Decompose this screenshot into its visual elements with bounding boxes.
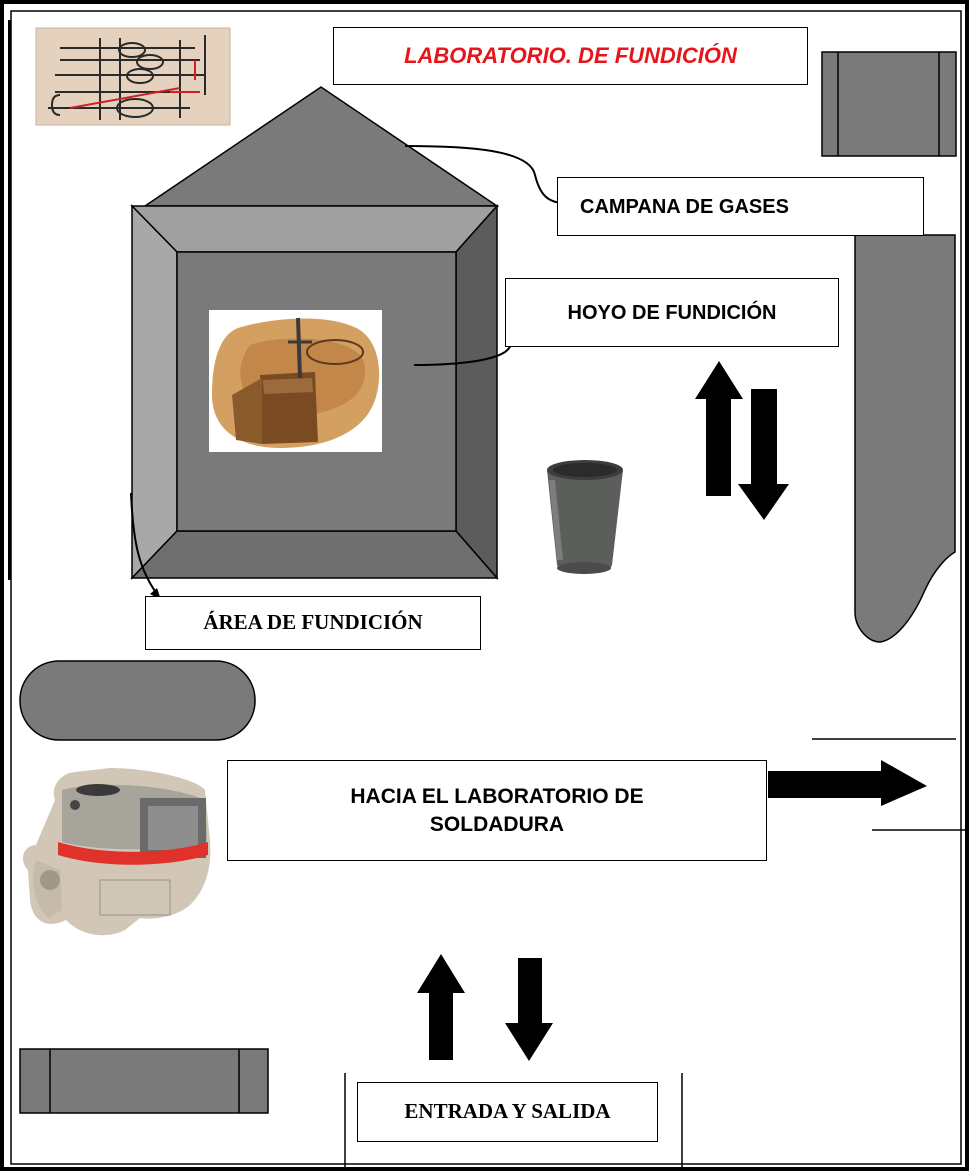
entrance-down-arrow xyxy=(505,958,553,1061)
label-campana-de-gases: CAMPANA DE GASES xyxy=(557,177,924,236)
bottom-left-bench xyxy=(19,1048,269,1114)
label-hoyo-de-fundicion: HOYO DE FUNDICIÓN xyxy=(505,278,839,347)
label-hacia-line2: SOLDADURA xyxy=(429,812,565,836)
right-exit-arrow xyxy=(768,760,927,806)
entrance-up-arrow xyxy=(417,954,465,1060)
area-connector-line xyxy=(130,492,161,599)
crucible-icon xyxy=(547,460,623,574)
label-entrada-y-salida: ENTRADA Y SALIDA xyxy=(357,1082,658,1142)
page-title: LABORATORIO. DE FUNDICIÓN xyxy=(333,27,808,85)
label-area-de-fundicion: ÁREA DE FUNDICIÓN xyxy=(145,596,481,650)
blueprint-photo-icon xyxy=(35,27,231,126)
middle-down-arrow xyxy=(738,389,789,520)
top-right-cabinet xyxy=(821,51,957,157)
rounded-table xyxy=(19,660,256,741)
label-hacia-laboratorio-soldadura: HACIA EL LABORATORIO DE SOLDADURA xyxy=(227,760,767,861)
label-hoyo-text: HOYO DE FUNDICIÓN xyxy=(567,301,777,324)
label-entrada-text: ENTRADA Y SALIDA xyxy=(404,1099,611,1124)
centrifugal-casting-machine-icon xyxy=(22,768,211,936)
label-hacia-line1: HACIA EL LABORATORIO DE xyxy=(350,785,644,809)
middle-up-arrow xyxy=(695,361,743,496)
foundry-area-box xyxy=(130,204,499,581)
right-tall-cabinet xyxy=(854,234,956,643)
label-campana-text: CAMPANA DE GASES xyxy=(580,195,789,218)
foundry-pit-photo-icon xyxy=(209,310,382,452)
label-area-text: ÁREA DE FUNDICIÓN xyxy=(203,610,423,635)
page-title-text: LABORATORIO. DE FUNDICIÓN xyxy=(404,42,737,68)
hood-connector-line xyxy=(404,145,566,204)
left-wall-strip xyxy=(8,20,11,580)
inner-border xyxy=(10,10,962,1165)
